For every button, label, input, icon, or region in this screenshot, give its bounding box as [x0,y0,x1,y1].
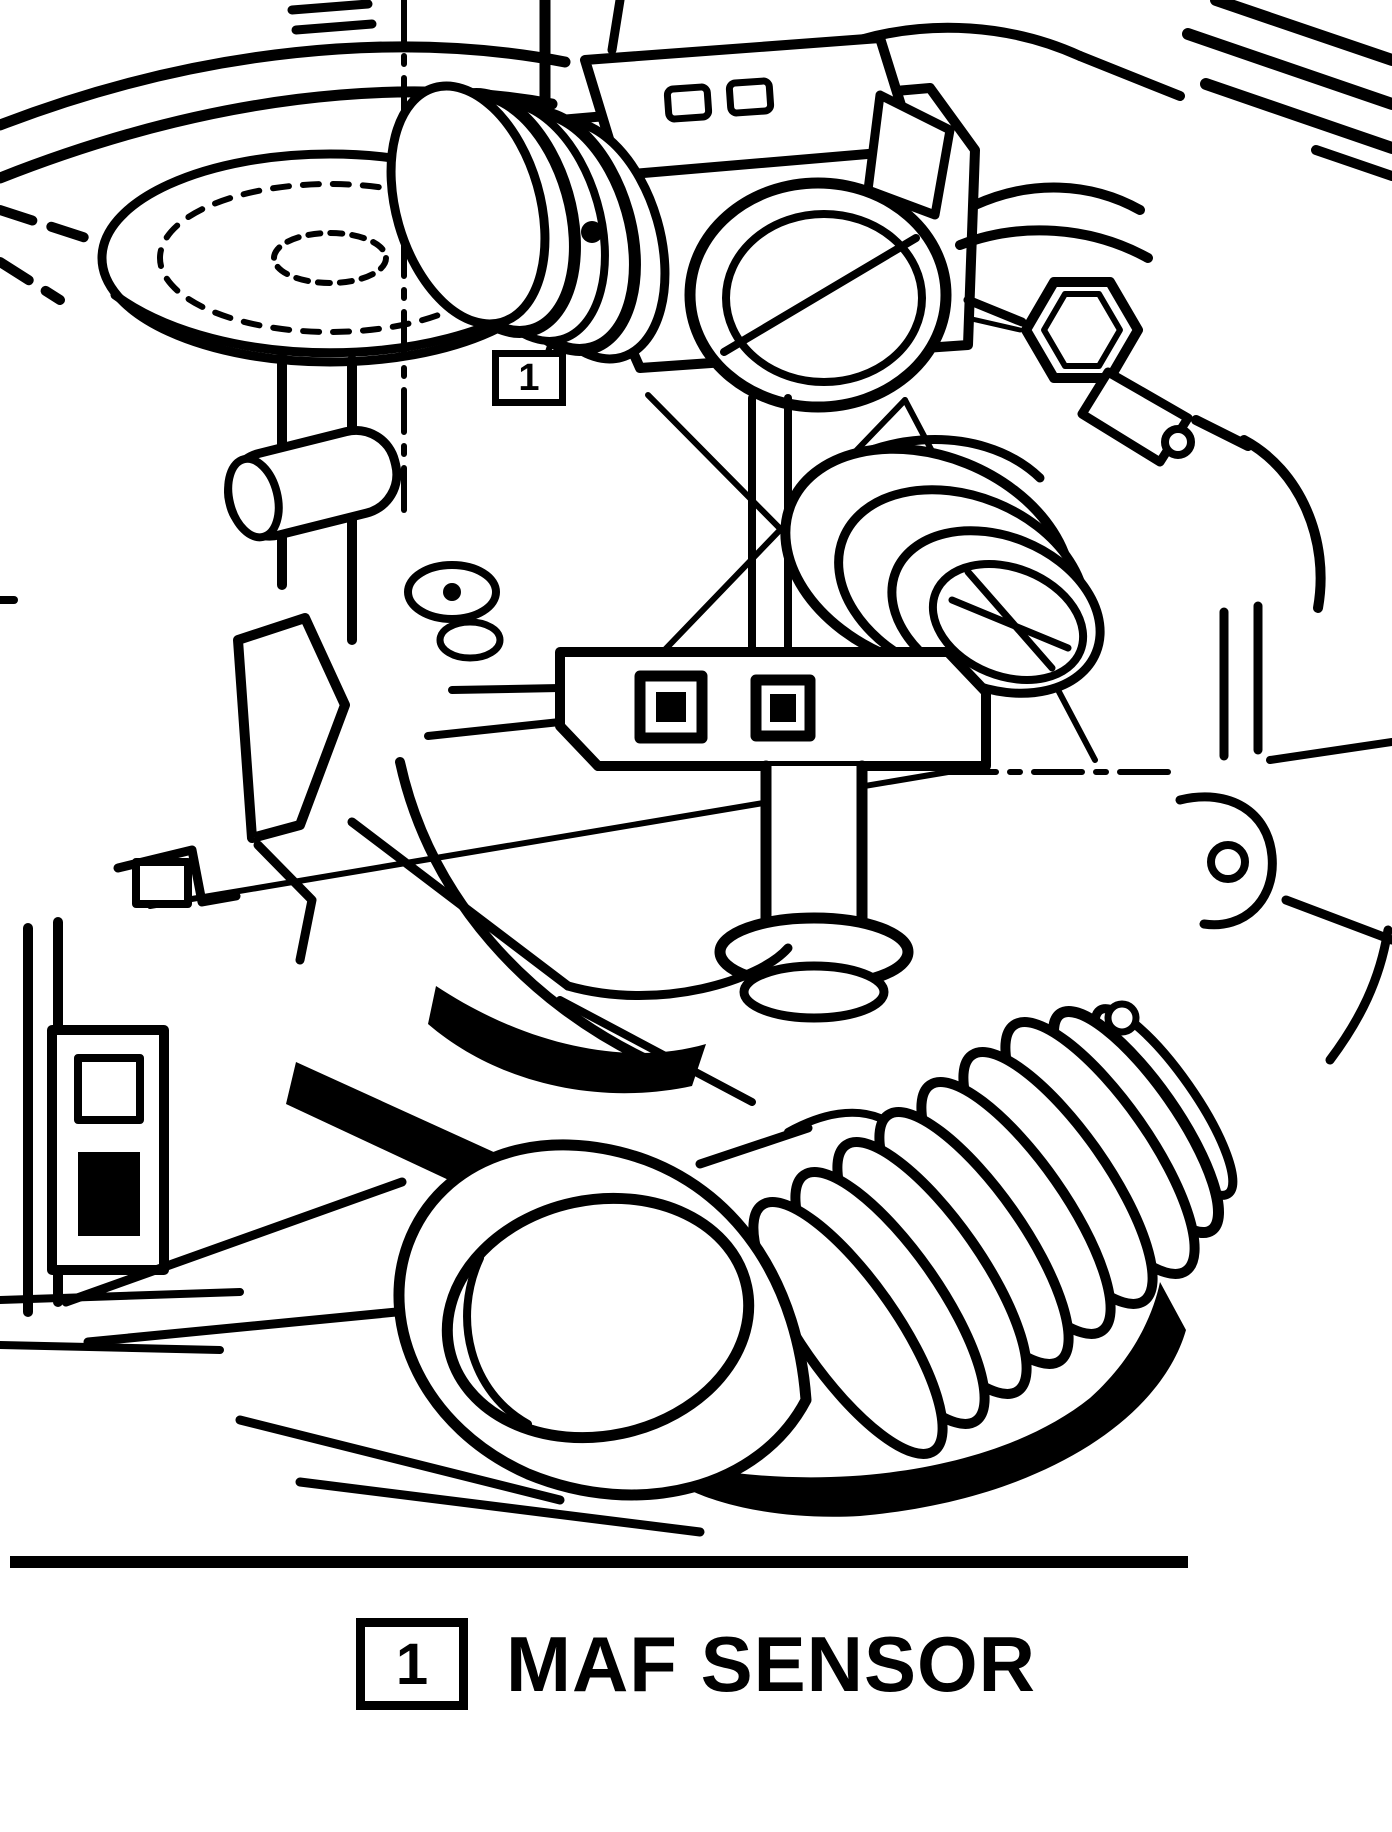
shroud-panel-drawing [286,757,793,1204]
legend-item-box: 1 [355,1618,468,1710]
corner-hatch-lines [1182,0,1392,181]
left-pipe-stub-drawing [224,425,504,965]
figure-legend: 1 MAF SENSOR [0,1618,1392,1710]
mounting-bracket-drawing [424,647,991,1023]
figure-divider-rule [10,1556,1188,1568]
engine-bay-illustration: 1 [0,0,1392,1537]
callout-number: 1 [518,356,540,399]
smooth-elbow-duct-drawing [235,1108,884,1537]
engine-line-drawing [0,0,1392,1537]
hex-bolt-drawing [955,182,1195,467]
legend-item-label: MAF SENSOR [505,1619,1037,1708]
corrugated-intake-hose-drawing [694,1000,1238,1517]
maf-sensor-drawing [386,33,980,659]
right-bracket-drawing [945,415,1392,1065]
maf-sensor-callout-box: 1 [492,350,566,406]
legend-item-number: 1 [395,1631,429,1697]
